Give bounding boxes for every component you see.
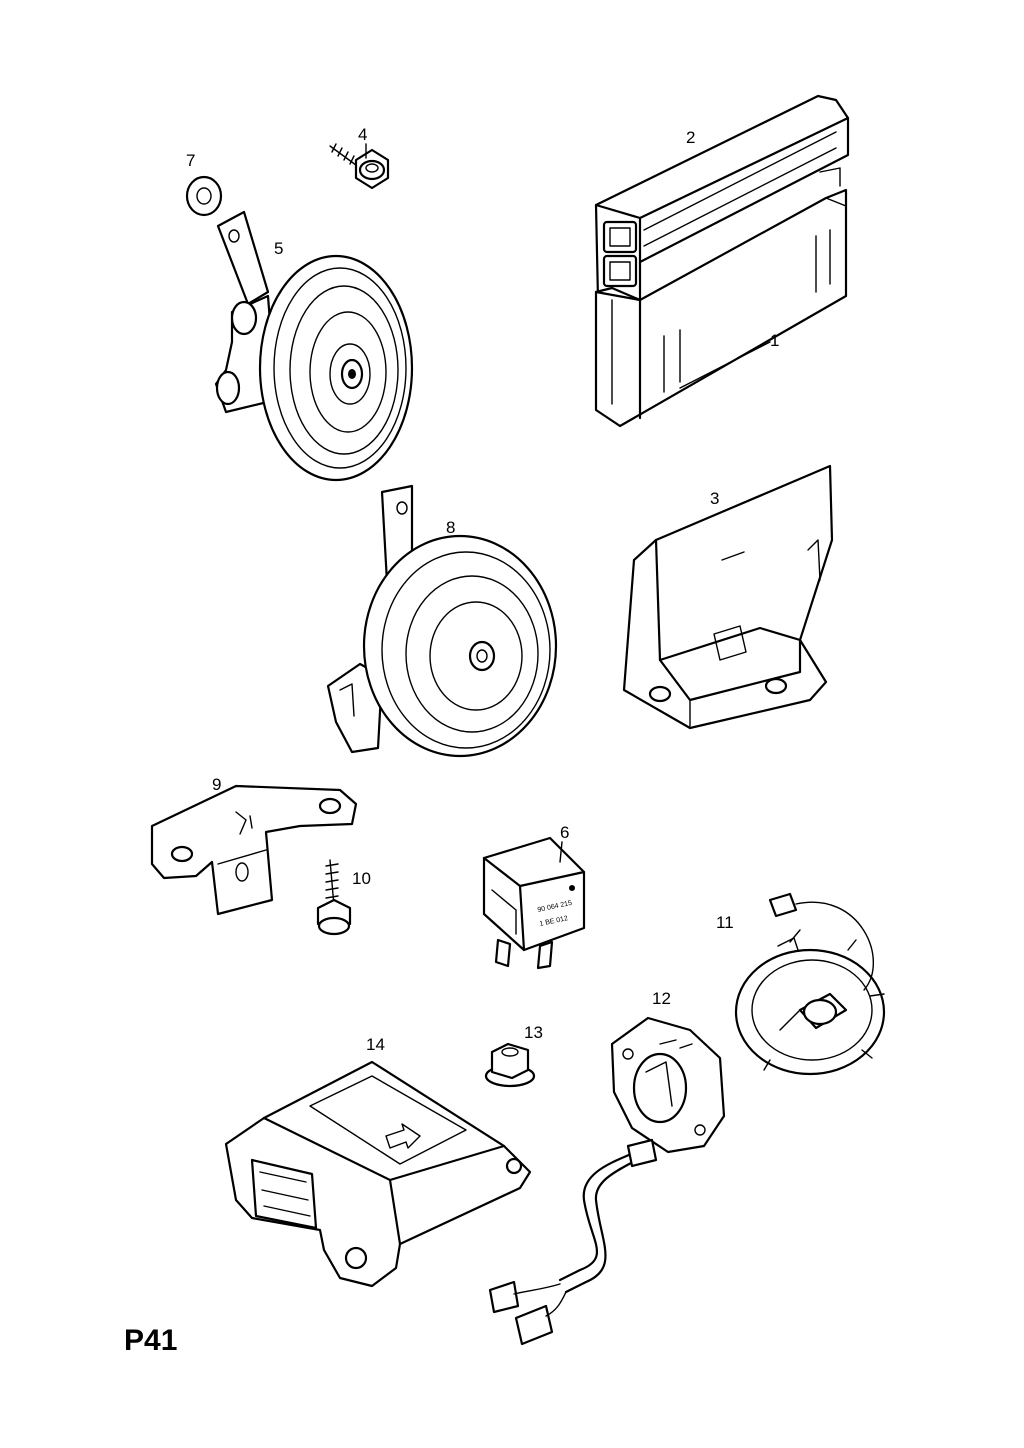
part-5-horn [214, 210, 414, 482]
part-2-housing-cover [594, 94, 850, 302]
callout-14: 14 [366, 1035, 385, 1054]
part-6-relay: 90 064 215 1 BE 012 [482, 836, 586, 970]
callout-10: 10 [352, 869, 371, 888]
callout-7: 7 [186, 151, 195, 170]
callout-8: 8 [446, 518, 455, 537]
part-12-steering-sensor [488, 1016, 726, 1346]
callout-6: 6 [560, 823, 569, 842]
part-9-bracket-plate [150, 784, 358, 916]
part-1-control-unit-housing [594, 188, 848, 428]
part-14-airbag-module [224, 1060, 532, 1288]
leader-lines [365, 143, 771, 863]
part-3-bracket [622, 464, 834, 730]
callout-12: 12 [652, 989, 671, 1008]
part-8-horn [326, 484, 558, 758]
callout-3: 3 [710, 489, 719, 508]
part-13-nut [484, 1042, 536, 1088]
part-10-screw [316, 859, 352, 936]
part-11-rotary-coil [734, 892, 886, 1076]
callouts: 1 2 3 4 5 6 7 8 9 10 11 12 13 14 [186, 125, 779, 1054]
callout-1: 1 [770, 331, 779, 350]
page-id: P41 [124, 1324, 177, 1357]
part-4-screw [329, 143, 390, 190]
callout-5: 5 [274, 239, 283, 258]
callout-11: 11 [716, 913, 734, 932]
callout-13: 13 [524, 1023, 543, 1042]
callout-2: 2 [686, 128, 695, 147]
callout-4: 4 [358, 125, 367, 144]
part-7-washer [185, 175, 223, 217]
callout-9: 9 [212, 775, 221, 794]
